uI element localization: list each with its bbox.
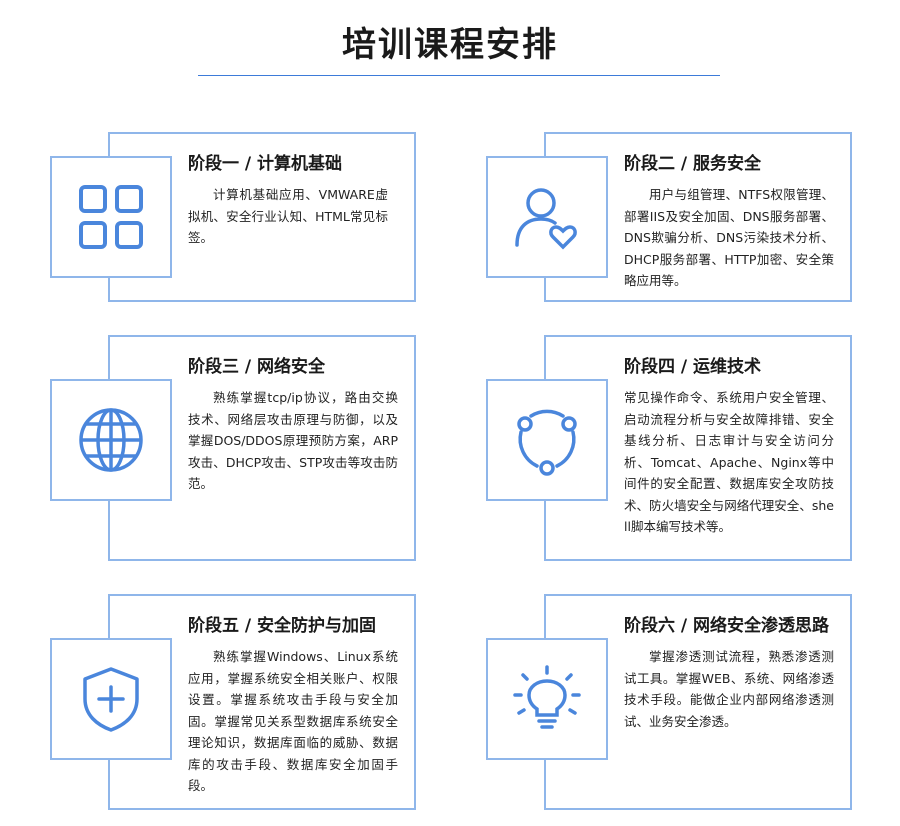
cycle-nodes-icon	[517, 409, 577, 476]
card-title: 阶段一 / 计算机基础	[188, 154, 343, 174]
card-body: 熟练掌握Windows、Linux系统应用，掌握系统安全相关账户、权限设置。掌握…	[188, 649, 398, 793]
stage-card-6: 阶段六 / 网络安全渗透思路 掌握渗透测试流程，熟悉渗透测试工具。掌握WEB、系…	[486, 594, 856, 810]
stage-card-4: 阶段四 / 运维技术 常见操作命令、系统用户安全管理、启动流程分析与安全故障排错…	[486, 335, 856, 561]
card-body: 熟练掌握tcp/ip协议，路由交换技术、网络层攻击原理与防御，以及掌握DOS/D…	[188, 390, 398, 491]
grid-icon	[79, 185, 143, 249]
card-body: 用户与组管理、NTFS权限管理、部署IIS及安全加固、DNS服务部署、DNS欺骗…	[624, 187, 834, 288]
card-title: 阶段五 / 安全防护与加固	[188, 616, 377, 636]
page-title: 培训课程安排	[342, 25, 558, 65]
stage-card-1: 阶段一 / 计算机基础 计算机基础应用、VMWARE虚拟机、安全行业认知、HTM…	[50, 132, 420, 302]
stage-card-2: 阶段二 / 服务安全 用户与组管理、NTFS权限管理、部署IIS及安全加固、DN…	[486, 132, 856, 302]
stage-card-3: 阶段三 / 网络安全 熟练掌握tcp/ip协议，路由交换技术、网络层攻击原理与防…	[50, 335, 420, 561]
icon-box	[50, 379, 172, 501]
icon-box	[50, 638, 172, 760]
card-body: 掌握渗透测试流程，熟悉渗透测试工具。掌握WEB、系统、网络渗透技术手段。能做企业…	[624, 649, 834, 729]
icon-box	[486, 638, 608, 760]
card-body: 计算机基础应用、VMWARE虚拟机、安全行业认知、HTML常见标签。	[188, 187, 388, 245]
globe-icon	[79, 408, 143, 472]
card-title: 阶段二 / 服务安全	[624, 154, 762, 174]
stage-card-5: 阶段五 / 安全防护与加固 熟练掌握Windows、Linux系统应用，掌握系统…	[50, 594, 420, 810]
card-title: 阶段四 / 运维技术	[624, 357, 762, 377]
icon-box	[50, 156, 172, 278]
card-title: 阶段三 / 网络安全	[188, 357, 326, 377]
user-heart-icon	[515, 188, 577, 250]
title-divider	[198, 75, 720, 76]
card-body: 常见操作命令、系统用户安全管理、启动流程分析与安全故障排错、安全基线分析、日志审…	[624, 390, 834, 534]
icon-box	[486, 156, 608, 278]
shield-plus-icon	[83, 667, 139, 732]
card-title: 阶段六 / 网络安全渗透思路	[624, 616, 830, 636]
lightbulb-icon	[513, 665, 581, 729]
icon-box	[486, 379, 608, 501]
